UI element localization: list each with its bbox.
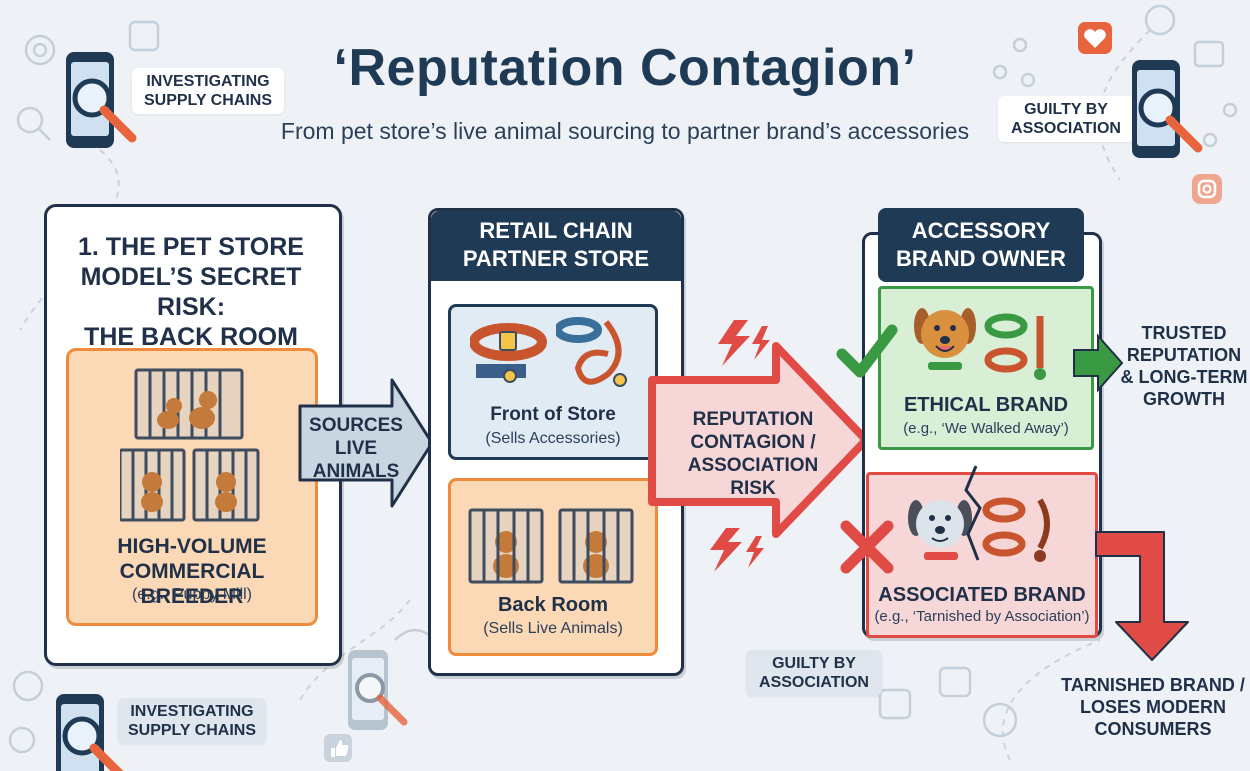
sources-arrow-label: SOURCES LIVE ANIMALS	[309, 415, 403, 482]
negative-outcome-text: TARNISHED BRAND / LOSES MODERN CONSUMERS	[1061, 675, 1245, 739]
associated-brand-box	[866, 472, 1098, 638]
panel1-heading: 1. THE PET STORE MODEL’S SECRET RISK: TH…	[78, 233, 304, 351]
lightning-icon	[710, 528, 764, 572]
tag-guilty-top: GUILTY BY ASSOCIATION	[998, 96, 1134, 142]
heart-icon	[1078, 22, 1112, 54]
cross-icon	[840, 520, 894, 574]
front-of-store-subtitle: (Sells Accessories)	[485, 430, 621, 447]
cage-dog-icon	[468, 508, 634, 584]
breeder-subtitle: (e.g., Puppy Mill)	[131, 586, 253, 603]
back-room-subtitle: (Sells Live Animals)	[483, 620, 623, 637]
tag-investigating-bottom: INVESTIGATING SUPPLY CHAINS	[118, 698, 266, 744]
contagion-arrow	[648, 342, 870, 538]
thumbs-up-icon	[324, 734, 352, 762]
sources-arrow	[298, 378, 434, 508]
breeder-title: HIGH-VOLUME COMMERCIAL BREEDER	[117, 535, 267, 608]
associated-brand-title: ASSOCIATED BRAND	[878, 584, 1086, 606]
happy-dog-icon	[914, 308, 976, 370]
collar-icon	[470, 323, 547, 383]
cage-dog-icon	[120, 368, 260, 522]
ethical-brand-subtitle: (e.g., ‘We Walked Away’)	[903, 420, 1069, 437]
back-room-title: Back Room	[497, 594, 609, 616]
collar-icon	[984, 313, 1046, 380]
crack-icon	[964, 465, 982, 561]
page-title: ‘Reputation Contagion’	[333, 39, 917, 97]
check-icon	[836, 324, 898, 378]
magnifier-phone-icon	[56, 694, 124, 771]
ethical-brand-title: ETHICAL BRAND	[903, 394, 1069, 416]
positive-outcome-arrow	[1073, 333, 1124, 393]
positive-outcome-text: TRUSTED REPUTATION & LONG-TERM GROWTH	[1120, 323, 1248, 409]
tag-investigating-top: INVESTIGATING SUPPLY CHAINS	[132, 68, 284, 114]
camera-icon	[1192, 174, 1222, 204]
contagion-arrow-label: REPUTATION CONTAGION / ASSOCIATION RISK	[687, 409, 819, 499]
collar-icon	[982, 497, 1050, 562]
page-subtitle: From pet store’s live animal sourcing to…	[280, 118, 970, 144]
front-of-store-title: Front of Store	[490, 404, 616, 425]
magnifier-phone-icon	[348, 650, 408, 730]
worried-dog-icon	[908, 500, 972, 560]
tag-guilty-bottom: GUILTY BY ASSOCIATION	[746, 650, 882, 696]
associated-brand-subtitle: (e.g., ‘Tarnished by Association’)	[874, 608, 1090, 625]
leash-icon	[556, 317, 627, 387]
panel2-heading: RETAIL CHAIN PARTNER STORE	[431, 211, 681, 281]
magnifier-phone-icon	[66, 52, 137, 148]
panel3-heading: ACCESSORY BRAND OWNER	[878, 208, 1084, 282]
lightning-icon	[718, 320, 770, 366]
negative-outcome-arrow	[1095, 531, 1189, 661]
magnifier-phone-icon	[1132, 60, 1203, 158]
